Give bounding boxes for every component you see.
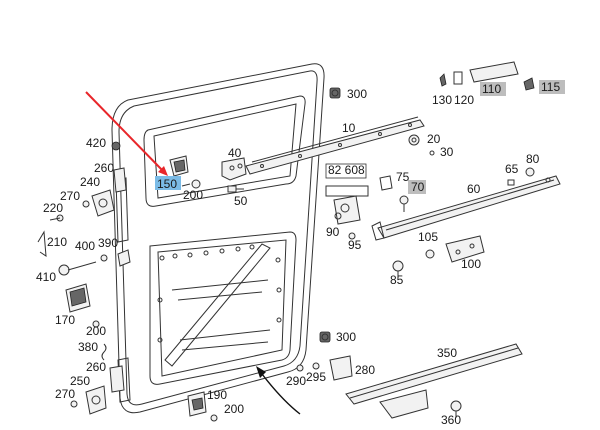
part-40-bracket [221,157,247,181]
callout-400: 400 [75,239,95,253]
part-65-80 [507,167,551,186]
callout-300a: 300 [347,87,367,101]
callout-210: 210 [47,235,67,249]
sweep-arrowhead [256,366,266,378]
part-360-screw [450,400,462,418]
part-280-290-295 [296,355,353,381]
callout-250: 250 [70,374,90,388]
callout-420: 420 [86,136,106,150]
part-105 [425,249,435,259]
sliding-door-frame [111,63,325,414]
callout-200c: 200 [224,402,244,416]
part-75-70 [379,175,409,212]
callout-50: 50 [234,194,248,208]
callout-65: 65 [505,162,519,176]
callout-270b: 270 [55,387,75,401]
part-250-hinge [70,365,125,415]
part-95 [348,232,356,240]
label-box-82608 [325,163,367,179]
gray-box-110 [480,82,506,96]
callout-280: 280 [355,363,375,377]
part-170-handle [65,283,91,313]
red-pointer-arrow [85,91,168,176]
part-200-screw-a [181,179,201,189]
callout-30: 30 [440,145,454,159]
callout-10: 10 [342,121,356,135]
part-380-spring [101,343,107,361]
callout-200b: 200 [86,324,106,338]
callout-170: 170 [55,313,75,327]
sweep-arrow [261,373,301,415]
callout-100: 100 [461,257,481,271]
part-150-latch [169,155,189,177]
callout-260b: 260 [86,360,106,374]
upper-guide-rail [245,116,425,175]
sill-rail [345,343,523,419]
callout-360: 360 [441,413,461,427]
callout-110: 110 [482,82,501,96]
lower-guide-rail [371,175,561,241]
callout-60: 60 [467,182,481,196]
part-90-carriage [325,185,369,225]
callout-130: 130 [432,93,452,107]
callout-240: 240 [80,175,100,189]
callout-82608: 82 608 [328,163,365,177]
part-300-top [329,87,341,99]
callout-270a: 270 [60,189,80,203]
part-100-bracket [445,235,485,263]
top-small-parts [439,61,535,91]
callout-390: 390 [98,236,118,250]
callout-95: 95 [348,238,362,252]
callout-105: 105 [418,230,438,244]
callout-260a: 260 [94,161,114,175]
part-200-screw-c [210,414,218,422]
callout-410: 410 [36,270,56,284]
panel-holes [157,244,282,343]
part-400-390 [100,249,131,267]
gray-box-70 [408,180,426,194]
callout-70: 70 [411,180,425,194]
callout-150: 150 [157,177,177,191]
part-85 [392,260,404,278]
callout-380: 380 [78,340,98,354]
callout-40: 40 [228,146,242,160]
callout-350: 350 [437,346,457,360]
part-200-screw-b [92,320,100,328]
callout-75: 75 [396,170,410,184]
part-50-bolt [227,185,244,193]
highlight-box-150 [155,176,181,190]
part-420 [111,141,121,151]
part-210-rod [37,230,47,257]
callout-115: 115 [541,80,560,94]
callout-295: 295 [306,370,326,384]
gray-box-115 [539,80,565,94]
callout-85: 85 [390,273,404,287]
part-220-screw [49,214,64,222]
callout-20: 20 [427,132,441,146]
callout-80: 80 [526,152,540,166]
part-300-bottom [319,331,331,343]
callout-190: 190 [207,388,227,402]
callout-120: 120 [454,93,474,107]
callout-290: 290 [286,374,306,388]
part-410-handle [58,261,97,276]
part-20-30 [408,134,435,156]
callout-200a: 200 [183,188,203,202]
callout-220: 220 [43,201,63,215]
top-callout-row: 130 120 110 115 [432,80,560,107]
part-190-latch [187,391,207,417]
callout-90: 90 [326,225,340,239]
callout-300b: 300 [336,330,356,344]
part-240-hinge [82,167,127,217]
